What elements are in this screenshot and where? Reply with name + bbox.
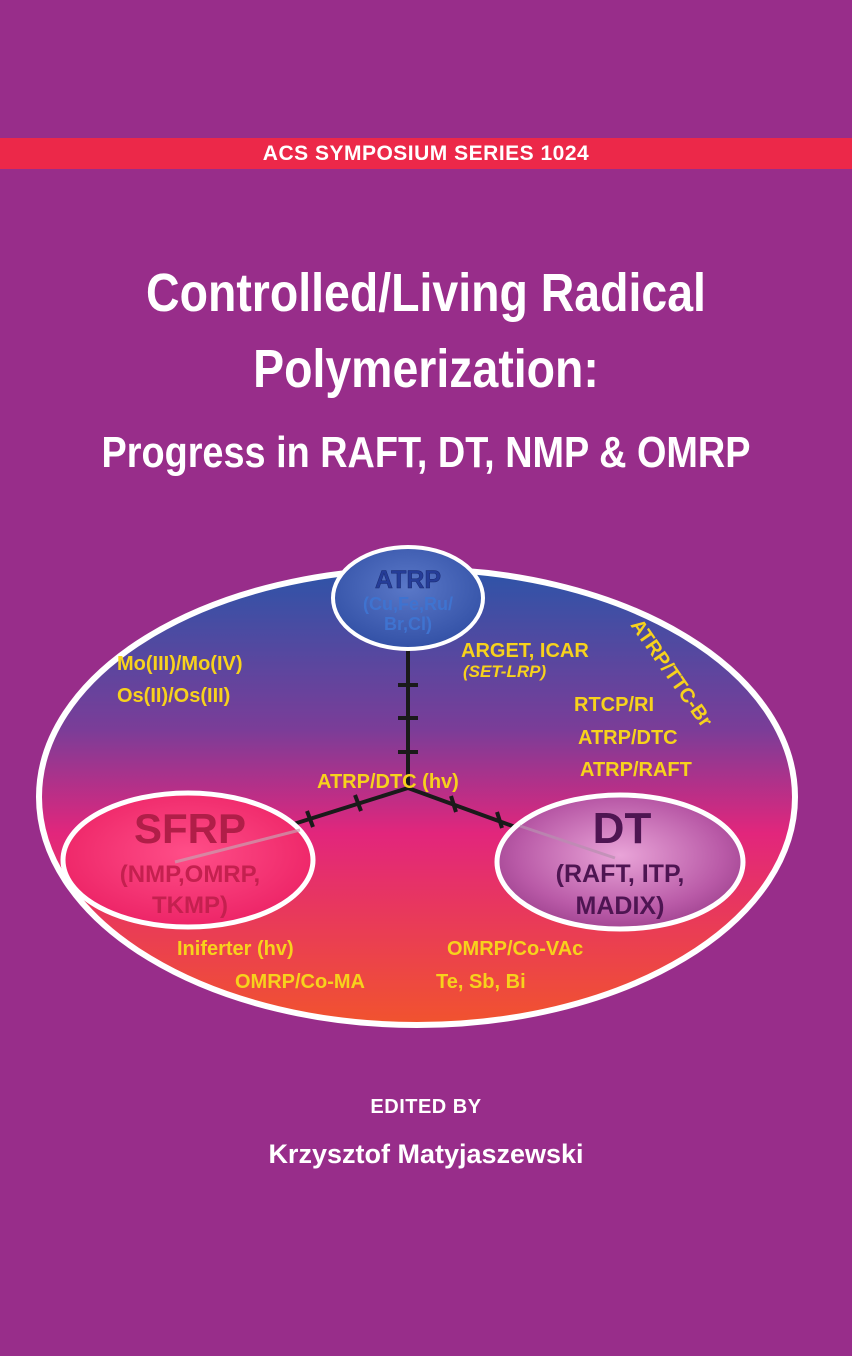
- atrp-name: ATRP: [375, 566, 441, 594]
- editor-name: Krzysztof Matyjaszewski: [268, 1139, 584, 1169]
- label-os: Os(II)/Os(III): [117, 685, 230, 707]
- label-setlrp: (SET-LRP): [463, 662, 546, 681]
- label-omrp-coma: OMRP/Co-MA: [235, 971, 365, 993]
- label-te-sb-bi: Te, Sb, Bi: [436, 971, 526, 993]
- label-mo: Mo(III)/Mo(IV): [117, 653, 243, 675]
- atrp-detail-2: Br,Cl): [384, 614, 432, 634]
- dt-node: DT (RAFT, ITP, MADIX): [494, 792, 746, 932]
- label-iniferter: Iniferter (hv): [177, 938, 294, 960]
- atrp-detail-1: (Cu,Fe,Ru/: [363, 594, 453, 614]
- label-arget: ARGET, ICAR: [461, 640, 589, 662]
- label-atrp-raft: ATRP/RAFT: [580, 759, 692, 781]
- series-banner: ACS SYMPOSIUM SERIES 1024: [0, 138, 852, 169]
- label-atrp-dtc-hv: ATRP/DTC (hv): [317, 771, 459, 793]
- book-subtitle: Progress in RAFT, DT, NMP & OMRP: [101, 428, 751, 477]
- series-banner-text: ACS SYMPOSIUM SERIES 1024: [262, 142, 590, 165]
- edited-by-label: EDITED BY: [370, 1096, 482, 1118]
- label-omrp-covac: OMRP/Co-VAc: [447, 938, 583, 960]
- book-title-line1: Controlled/Living Radical: [146, 263, 706, 323]
- dt-detail-2: MADIX): [576, 892, 665, 920]
- dt-name: DT: [593, 804, 652, 853]
- sfrp-node: SFRP (NMP,OMRP, TKMP): [60, 790, 316, 930]
- sfrp-detail-1: (NMP,OMRP,: [120, 861, 260, 888]
- sfrp-detail-2: TKMP): [152, 892, 228, 919]
- dt-detail-1: (RAFT, ITP,: [556, 860, 685, 888]
- atrp-node: ATRP (Cu,Fe,Ru/ Br,Cl): [331, 545, 485, 651]
- sfrp-name: SFRP: [134, 805, 246, 852]
- label-rtcp: RTCP/RI: [574, 694, 654, 716]
- book-title-line2: Polymerization:: [253, 339, 599, 399]
- label-atrp-dtc: ATRP/DTC: [578, 727, 678, 749]
